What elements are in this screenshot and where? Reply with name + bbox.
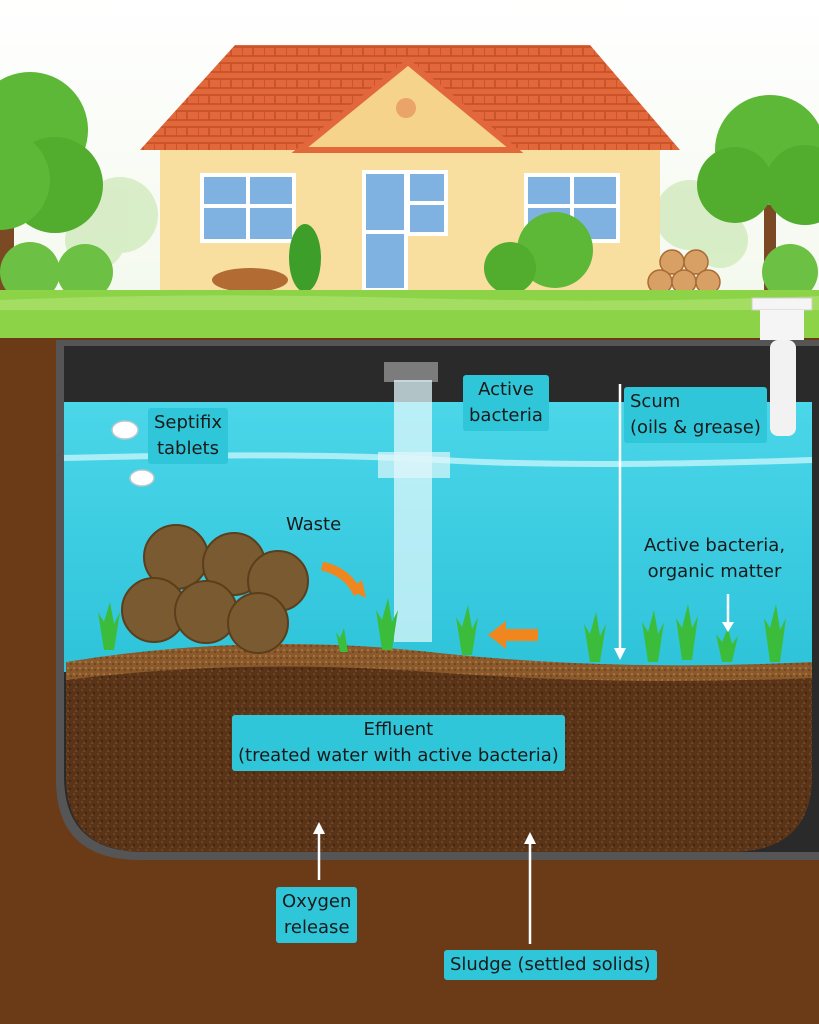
woodpile bbox=[647, 249, 721, 295]
label-septifix-line-1: Septifix bbox=[154, 412, 222, 433]
label-scum: Scum (oils & grease) bbox=[624, 387, 767, 443]
label-waste-text: Waste bbox=[286, 514, 342, 535]
label-scum-line-1: Scum bbox=[630, 391, 681, 412]
label-active-bacteria-organic-matter: Active bacteria, organic matter bbox=[638, 531, 791, 587]
vent-pipe bbox=[751, 297, 813, 436]
label-abom-line-1: Active bacteria, bbox=[644, 535, 786, 556]
inlet-pipe-cap bbox=[384, 362, 438, 382]
label-septifix-line-2: tablets bbox=[156, 438, 219, 459]
label-effluent: Effluent (treated water with active bact… bbox=[232, 715, 565, 771]
leftward-flow-arrow bbox=[488, 621, 538, 649]
waste-balls bbox=[121, 524, 309, 654]
plants bbox=[98, 598, 786, 662]
bushes bbox=[0, 212, 818, 302]
label-active-bacteria-line-2: bacteria bbox=[469, 405, 543, 426]
label-active-bacteria: Active bacteria bbox=[463, 375, 549, 431]
label-abom-line-2: organic matter bbox=[647, 561, 782, 582]
inlet-pipe-baffle bbox=[378, 452, 450, 478]
label-active-bacteria-line-1: Active bbox=[478, 379, 534, 400]
house-door bbox=[362, 170, 408, 292]
label-oxygen-release: Oxygen release bbox=[276, 887, 358, 943]
label-sludge: Sludge (settled solids) bbox=[444, 950, 657, 980]
house-window-left bbox=[200, 173, 296, 243]
label-waste: Waste bbox=[280, 510, 347, 540]
label-oxygen-line-2: release bbox=[283, 917, 350, 938]
label-oxygen-line-1: Oxygen bbox=[282, 891, 352, 912]
inlet-pipe bbox=[394, 380, 432, 642]
house bbox=[140, 45, 680, 293]
house-door-window bbox=[406, 170, 448, 236]
label-scum-line-2: (oils & grease) bbox=[630, 417, 761, 438]
label-sludge-text: Sludge (settled solids) bbox=[450, 954, 651, 975]
label-effluent-line-1: Effluent bbox=[363, 719, 434, 740]
label-effluent-line-2: (treated water with active bacteria) bbox=[238, 745, 559, 766]
septifix-tablets bbox=[111, 420, 155, 487]
label-septifix-tablets: Septifix tablets bbox=[148, 408, 228, 464]
pointer-lines bbox=[313, 384, 734, 944]
